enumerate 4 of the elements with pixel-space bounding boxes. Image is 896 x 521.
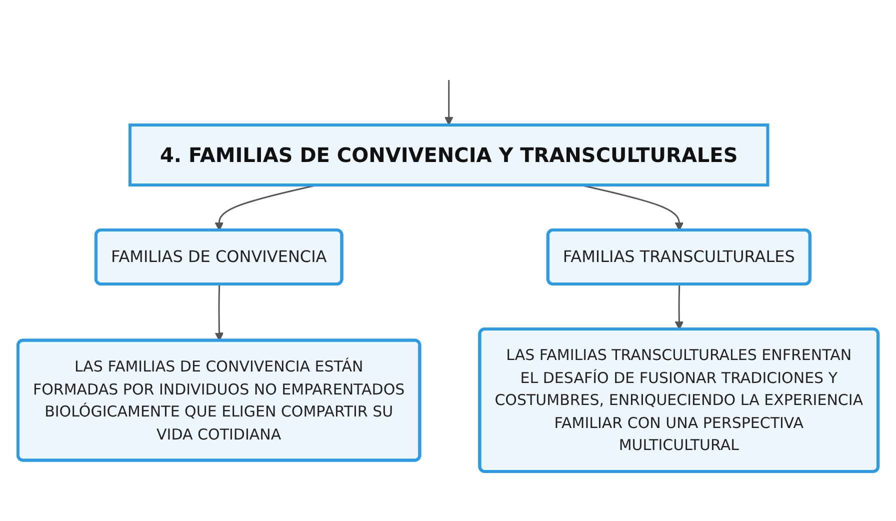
arrow (674, 284, 684, 330)
node-box: 4. FAMILIAS DE CONVIVENCIA Y TRANSCULTURALES (128, 123, 770, 186)
arrow (444, 80, 454, 126)
arrow (214, 284, 224, 341)
